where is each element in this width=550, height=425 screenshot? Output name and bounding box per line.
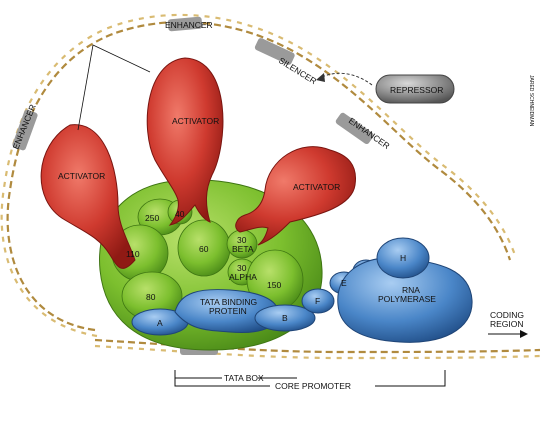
label-rna-1: RNA [402, 285, 420, 295]
label-activator-2: ACTIVATOR [172, 116, 219, 126]
enhancer-top-segment [167, 16, 203, 32]
label-rna-2: POLYMERASE [378, 294, 436, 304]
activator-middle [146, 57, 224, 226]
label-factor-a: A [157, 318, 163, 328]
label-factor-b: B [282, 313, 288, 323]
label-subunit-60: 60 [199, 244, 209, 254]
label-coding-2: REGION [490, 319, 524, 329]
label-repressor: REPRESSOR [390, 85, 443, 95]
label-factor-e: E [341, 278, 347, 288]
label-tata-box: TATA BOX [224, 373, 264, 383]
label-coding-1: CODING [490, 310, 524, 320]
label-subunit-150: 150 [267, 280, 281, 290]
label-tata-binding-2: PROTEIN [209, 306, 247, 316]
label-subunit-30-alpha-1: 30 [237, 263, 247, 273]
coding-arrow-head [520, 330, 528, 338]
label-subunit-80: 80 [146, 292, 156, 302]
label-activator-1: ACTIVATOR [58, 171, 105, 181]
enhancer-right-segment [335, 112, 374, 145]
label-factor-f: F [315, 296, 320, 306]
activator-right [235, 146, 357, 246]
silencer-segment [254, 38, 295, 65]
label-subunit-250: 250 [145, 213, 159, 223]
enhancer-pointer-2 [92, 44, 151, 73]
general-factors [131, 237, 473, 343]
activator-left [40, 124, 136, 269]
label-subunit-110: 110 [126, 249, 140, 259]
label-silencer: SILENCER [277, 55, 318, 86]
core-promoter-bracket [174, 370, 446, 387]
enhancer-left-segment [12, 109, 38, 151]
label-enhancer-top: ENHANCER [165, 20, 213, 30]
repressor-body [375, 74, 455, 104]
label-subunit-30-alpha-2: ALPHA [229, 272, 257, 282]
label-core-promoter: CORE PROMOTER [275, 381, 351, 391]
label-subunit-40: 40 [175, 209, 185, 219]
label-tata-binding-1: TATA BINDING [200, 297, 257, 307]
label-subunit-30-beta-1: 30 [237, 235, 247, 245]
label-activator-3: ACTIVATOR [293, 182, 340, 192]
enhancer-pointer-1 [77, 44, 94, 131]
label-subunit-30-beta-2: BETA [232, 244, 254, 254]
label-artist: JARED SCHNEIDMAN [528, 75, 534, 127]
repressor-arrowhead [316, 73, 325, 82]
label-factor-h: H [400, 253, 406, 263]
